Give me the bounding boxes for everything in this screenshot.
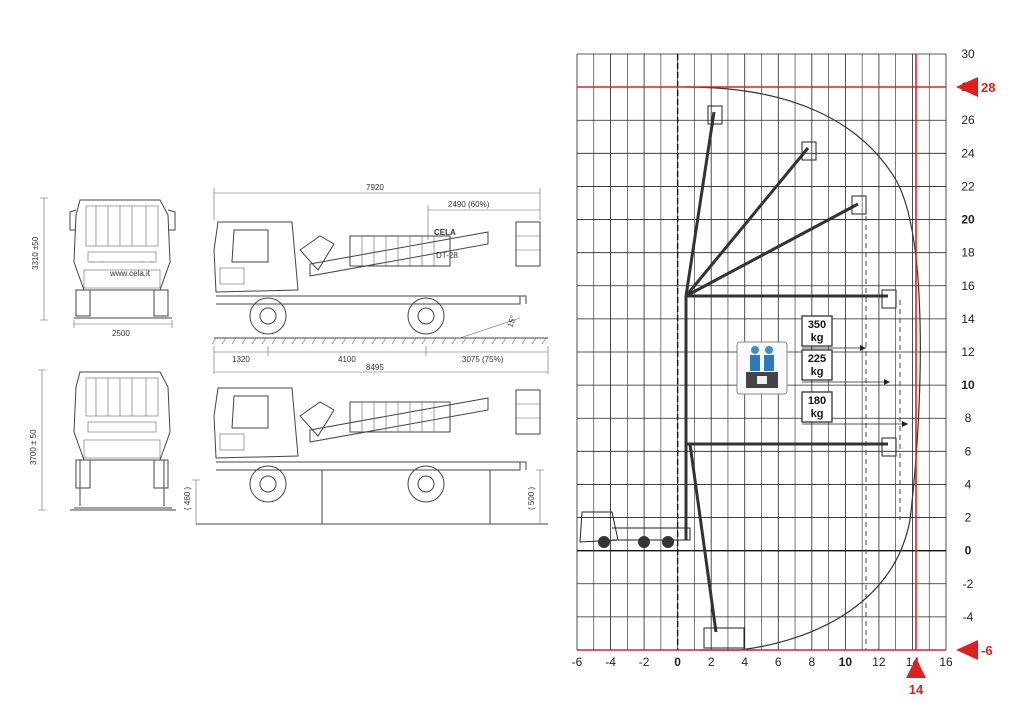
load-unit: kg xyxy=(811,408,824,420)
load-value: 225 xyxy=(808,353,826,365)
load-value: 350 xyxy=(808,319,826,331)
working-envelope xyxy=(685,86,921,651)
truck-silhouette xyxy=(579,511,691,548)
y-tick-label: 30 xyxy=(961,47,975,61)
side-jib-dim: 2490 (60%) xyxy=(448,200,490,209)
side-view-retracted: 7920 2490 (60%) CELA DT-28 15° 1320 xyxy=(211,183,549,374)
x-tick-label: 16 xyxy=(939,655,953,669)
operators-badge xyxy=(736,341,788,395)
x-tick-label: 10 xyxy=(839,655,853,669)
x-tick-label: 0 xyxy=(674,655,681,669)
y-tick-label: 24 xyxy=(961,146,975,160)
x-tick-label: -2 xyxy=(639,655,650,669)
y-tick-label: 22 xyxy=(961,179,975,193)
front-top-height-dim: 3310 ±50 xyxy=(31,236,40,270)
load-box xyxy=(801,315,833,347)
max-height-marker xyxy=(956,77,978,97)
basket-icons xyxy=(703,105,897,649)
y-tick-label: 6 xyxy=(965,444,972,458)
y-tick-label: 4 xyxy=(965,477,972,491)
side-brand: CELA xyxy=(434,228,456,237)
min-depth-marker xyxy=(956,640,978,660)
load-box xyxy=(801,349,833,381)
x-tick-label: 12 xyxy=(872,655,886,669)
y-tick-label: -2 xyxy=(963,577,974,591)
y-tick-label: 26 xyxy=(961,113,975,127)
load-arrow-head xyxy=(884,379,890,385)
y-tick-label: 10 xyxy=(961,378,975,392)
y-tick-label: 12 xyxy=(961,345,975,359)
load-unit: kg xyxy=(811,366,824,378)
min-depth-label: -6 xyxy=(981,643,993,658)
load-unit: kg xyxy=(811,332,824,344)
y-tick-label: 20 xyxy=(961,213,975,227)
front-url: www.cela.it xyxy=(109,269,151,278)
front-view-retracted: www.cela.it 3310 ±50 2500 xyxy=(31,197,176,338)
y-tick-label: 0 xyxy=(965,544,972,558)
load-arrow-head xyxy=(860,345,866,351)
y-tick-label: 18 xyxy=(961,246,975,260)
x-tick-label: -4 xyxy=(605,655,616,669)
x-tick-label: 4 xyxy=(741,655,748,669)
max-outreach-label: 14 xyxy=(909,682,924,697)
front-bottom-height-dim: 3700 ± 50 xyxy=(29,429,38,465)
boom-positions xyxy=(684,111,888,633)
x-tick-label: 6 xyxy=(775,655,782,669)
side-overall-length-dim: 7920 xyxy=(366,183,384,192)
load-value: 180 xyxy=(808,395,826,407)
x-tick-label: -6 xyxy=(572,655,583,669)
x-tick-label: 2 xyxy=(708,655,715,669)
x-tick-label: 8 xyxy=(808,655,815,669)
y-tick-label: 14 xyxy=(961,312,975,326)
outrigger-left-dim: ( 460 ) xyxy=(183,487,192,510)
y-tick-label: -4 xyxy=(963,610,974,624)
side-angle: 15° xyxy=(505,314,518,328)
max-height-label: 28 xyxy=(981,80,995,95)
front-top-width-dim: 2500 xyxy=(112,329,130,338)
side-wheelbase-dim: 4100 xyxy=(338,355,356,364)
y-axis-ticks: 302826242220181614121086420-2-4-6 xyxy=(961,47,975,657)
load-arrow-head xyxy=(902,421,908,427)
y-tick-label: 2 xyxy=(965,511,972,525)
side-model: DT-28 xyxy=(436,251,458,260)
y-tick-label: 16 xyxy=(961,279,975,293)
side-total-dim: 8495 xyxy=(366,363,384,372)
front-view-outriggers: 3700 ± 50 xyxy=(29,369,176,511)
side-front-dim: 1320 xyxy=(232,355,250,364)
y-tick-label: 8 xyxy=(965,411,972,425)
max-outreach-marker xyxy=(906,658,926,678)
side-view-outriggers: ( 460 ) ( 500 ) xyxy=(183,387,548,525)
load-box xyxy=(801,391,833,423)
side-rear-dim: 3075 (75%) xyxy=(462,355,504,364)
outrigger-right-dim: ( 500 ) xyxy=(527,487,536,510)
